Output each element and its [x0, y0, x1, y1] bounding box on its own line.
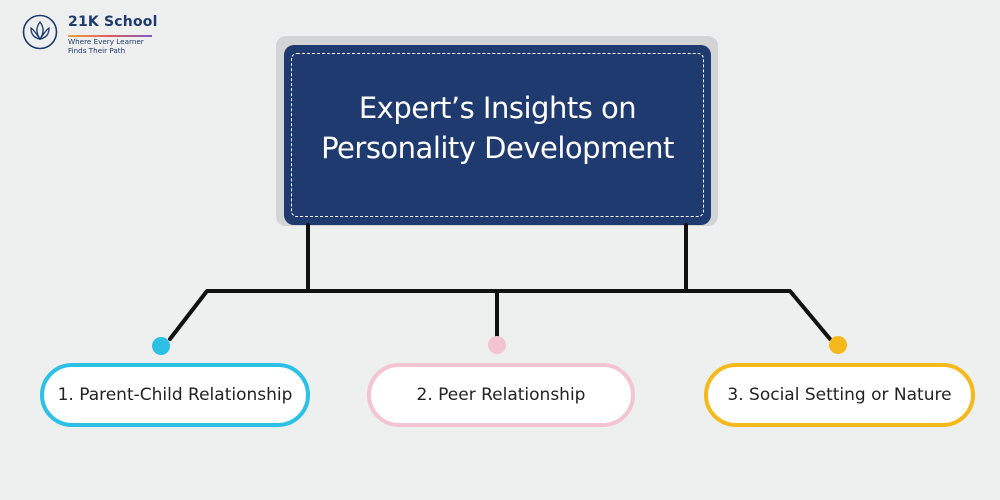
item-label-2: 2. Peer Relationship	[416, 385, 586, 405]
title-line-1: Expert’s Insights on	[358, 91, 637, 125]
item-peer-relationship: 2. Peer Relationship	[367, 363, 635, 427]
brand-tagline-line1: Where Every Learner	[68, 37, 144, 46]
item-label-1: 1. Parent-Child Relationship	[57, 385, 293, 405]
title-line-2: Personality Development	[321, 131, 674, 165]
lotus-icon	[22, 14, 58, 50]
brand-tagline-line2: Finds Their Path	[68, 46, 126, 55]
item-parent-child-relationship: 1. Parent-Child Relationship	[40, 363, 310, 427]
item-social-setting-or-nature: 3. Social Setting or Nature	[704, 363, 975, 427]
item-label-3: 3. Social Setting or Nature	[727, 385, 952, 405]
connector-branch-bar	[168, 289, 832, 341]
brand-divider	[68, 35, 152, 37]
node-dot-1	[152, 337, 170, 355]
diagram-title: Expert’s Insights on Personality Develop…	[284, 88, 711, 168]
title-dashed-border	[291, 53, 704, 217]
brand-logo: 21K School Where Every Learner Finds The…	[22, 14, 182, 58]
brand-name: 21K School	[68, 14, 158, 30]
node-dot-2	[488, 336, 506, 354]
title-box: Expert’s Insights on Personality Develop…	[284, 45, 711, 225]
node-dot-3	[829, 336, 847, 354]
